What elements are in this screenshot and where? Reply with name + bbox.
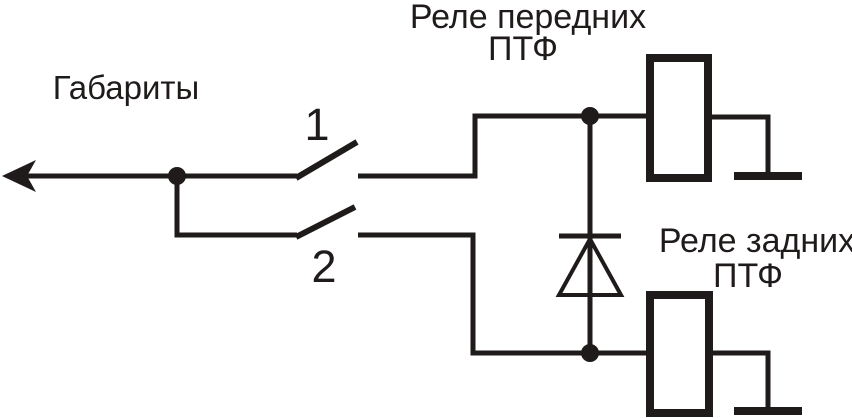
- switch-2-blade: [294, 204, 357, 240]
- front-ground-icon: [734, 172, 802, 180]
- junction-branch-wire: [174, 176, 297, 238]
- junction-dot-front: [581, 107, 599, 125]
- rear-ground-icon: [734, 407, 802, 415]
- wire-group: [22, 54, 771, 417]
- rear-branch-wire: [358, 232, 650, 356]
- junction-dot-source: [168, 167, 186, 185]
- switch-1-label: 1: [304, 99, 329, 150]
- left-arrow-icon: [2, 160, 36, 192]
- front-relay-label-line2: ПТФ: [488, 30, 558, 68]
- diode-triangle: [555, 234, 625, 297]
- source-label: Габариты: [53, 69, 200, 106]
- rear-relay-coil: [646, 291, 713, 417]
- switch-2-label: 2: [311, 241, 336, 292]
- switch-1-blade: [294, 139, 359, 181]
- label-group: Габариты 1 2 Реле передних ПТФ Реле задн…: [53, 0, 852, 295]
- front-relay-label-line1: Реле передних: [410, 0, 646, 36]
- junction-dot-rear: [581, 344, 599, 362]
- front-branch-wire: [358, 113, 650, 179]
- front-ground-wire: [712, 114, 771, 172]
- front-relay-coil: [646, 54, 712, 182]
- solid-group: [2, 107, 802, 415]
- rear-ground-wire: [713, 350, 771, 407]
- rear-relay-label-line1: Реле задних: [659, 222, 852, 260]
- rear-relay-label-line2: ПТФ: [713, 257, 783, 295]
